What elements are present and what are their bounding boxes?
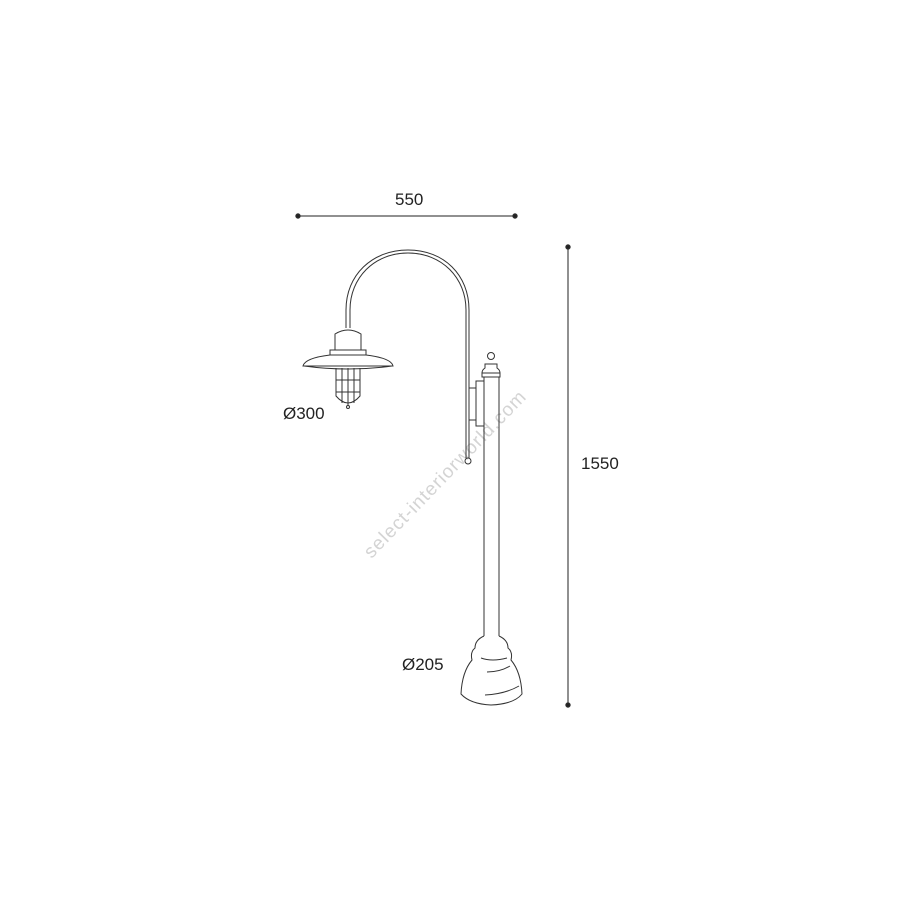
base-diameter-label: Ø205 bbox=[402, 655, 444, 674]
height-dimension-line bbox=[565, 244, 571, 708]
post bbox=[469, 352, 501, 636]
width-dimension-line bbox=[295, 213, 518, 219]
base bbox=[460, 635, 523, 706]
lamp-head bbox=[302, 329, 394, 409]
shade-diameter-label: Ø300 bbox=[283, 404, 325, 423]
height-label: 1550 bbox=[581, 454, 619, 473]
curved-arm bbox=[345, 249, 472, 465]
width-label: 550 bbox=[395, 190, 424, 209]
